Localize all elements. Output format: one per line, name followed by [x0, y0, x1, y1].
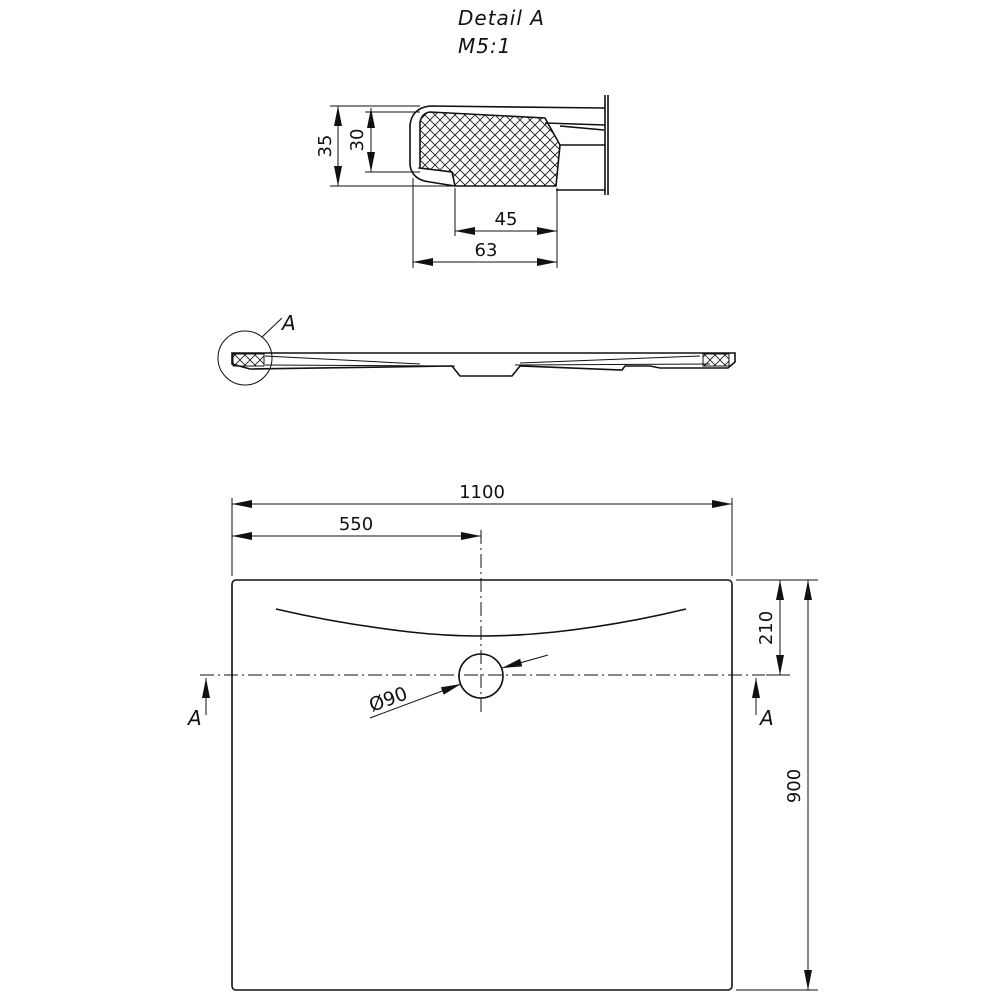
- section-view: A: [217, 311, 736, 386]
- dim-30-label: 30: [347, 129, 368, 152]
- detail-title: Detail A: [458, 6, 545, 30]
- drain-circle: [458, 653, 504, 699]
- cut-label-left: A: [186, 706, 202, 730]
- dim-45-label: 45: [495, 209, 518, 230]
- cut-label-right: A: [758, 706, 774, 730]
- section-left-core: [232, 353, 265, 367]
- detail-a-view: Detail A M5:1 35 30 45 63: [315, 6, 609, 268]
- dim-63-label: 63: [475, 240, 498, 261]
- detail-scale: M5:1: [458, 34, 511, 58]
- section-marker: A: [280, 311, 296, 335]
- section-outline: [231, 352, 736, 377]
- plan-view: Ø90 1100 550 210 900 A A: [186, 482, 818, 991]
- dim-1100-label: 1100: [459, 482, 505, 503]
- dim-900-label: 900: [784, 769, 805, 803]
- detail-shell-outline: [409, 95, 609, 195]
- dim-550-label: 550: [339, 514, 373, 535]
- section-right-core: [702, 353, 730, 367]
- dim-35-label: 35: [315, 135, 336, 158]
- dim-210-label: 210: [756, 611, 777, 645]
- detail-callout-circle: [217, 330, 273, 386]
- detail-core-section: [419, 111, 561, 187]
- tray-outline: [231, 579, 733, 991]
